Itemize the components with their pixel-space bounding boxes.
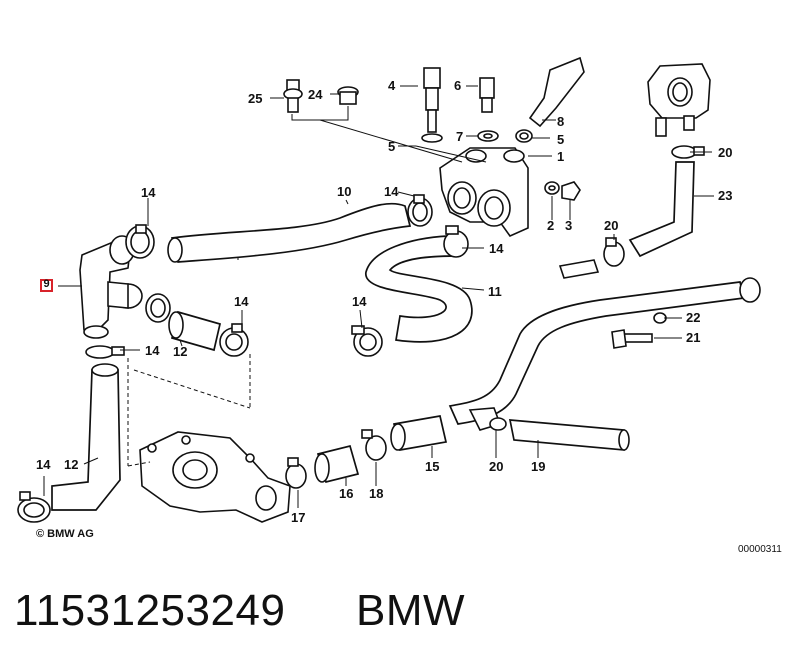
label-21: 21 [686,330,700,345]
hose-part-12 [168,310,222,352]
thermostat-housing-part-1 [439,147,529,237]
part-labels: 25 24 4 6 8 7 5 5 1 10 14 14 2 3 20 23 2… [36,78,732,525]
nut-part-3 [561,181,581,201]
parts-diagram: 25 24 4 6 8 7 5 5 1 10 14 14 2 3 20 23 2… [17,56,761,525]
brand-name: BMW [356,586,466,635]
label-23: 23 [718,188,732,203]
clamp-14-g [443,225,469,258]
label-14-top-left: 14 [141,185,156,200]
label-14-right-of-11: 14 [489,241,504,256]
copyright-notice: © BMW AG [36,528,94,540]
plug-part-25 [337,86,359,105]
hose-part-13 [51,363,121,511]
label-17: 17 [291,510,305,525]
hose-part-23 [628,161,695,258]
label-14-bottom-left: 14 [36,457,51,472]
highlighted-part-label[interactable]: 9 [43,278,50,290]
sensor-part-4 [421,67,443,143]
leader-lines [43,85,714,508]
label-5-right: 5 [557,132,564,147]
label-10: 10 [337,184,351,199]
clamp-14-d [145,293,171,323]
label-20-top: 20 [718,145,732,160]
highlighted-part-box[interactable] [40,279,53,292]
clamp-14-b [85,345,125,359]
fitting-20-sensor [558,259,600,279]
label-1: 1 [557,149,564,164]
water-pump [139,431,291,523]
sensor-part-24 [283,79,303,113]
washer-part-5-right [515,129,533,143]
clamp-14-h [351,325,383,357]
washer-part-2 [544,181,560,195]
label-22: 22 [686,310,700,325]
label-4: 4 [388,78,396,93]
hose-part-16 [314,444,360,484]
label-20-bottom: 20 [489,459,503,474]
clamp-14-c [17,491,51,523]
label-15: 15 [425,459,439,474]
hose-part-11 [365,235,473,343]
label-5-left: 5 [388,139,395,154]
label-11: 11 [488,284,502,299]
clamp-14-e [219,323,249,357]
drawing-number: 00000311 [738,544,782,555]
washer-part-7 [477,130,499,142]
label-25: 24 [308,87,323,102]
label-14-near-12: 14 [234,294,249,309]
label-18: 18 [369,486,383,501]
bolt-part-21 [611,329,653,349]
label-14-top-middle: 14 [384,184,399,199]
pipe-part-15 [390,415,448,451]
flange-fitting [647,63,711,137]
label-6: 6 [454,78,461,93]
label-13: 12 [64,457,78,472]
label-19: 19 [531,459,545,474]
sensor-part-6 [479,77,495,113]
label-3: 3 [565,218,572,233]
part-number: 11531253249 [14,586,286,635]
t-fitting-part-9 [79,235,143,339]
label-20-mid: 20 [604,218,618,233]
clamp-14-f [407,194,433,227]
label-24: 25 [248,91,262,106]
label-8: 8 [557,114,564,129]
clamp-part-18 [361,429,387,461]
label-7: 7 [456,129,463,144]
hose-part-10 [167,202,412,263]
clamp-20-top [671,145,705,159]
clamp-20-mid [603,237,625,267]
label-2: 2 [547,218,554,233]
hose-part-19 [508,419,630,451]
long-pipe [448,277,761,425]
label-16: 16 [339,486,353,501]
sensor-part-8 [528,56,585,128]
label-14-under-9: 14 [145,343,160,358]
clamp-14-a [125,224,155,259]
label-12: 12 [173,344,187,359]
pipe-fitting-20-bottom [468,407,507,431]
label-14-left-lower: 14 [352,294,367,309]
clamp-part-17 [285,457,307,489]
